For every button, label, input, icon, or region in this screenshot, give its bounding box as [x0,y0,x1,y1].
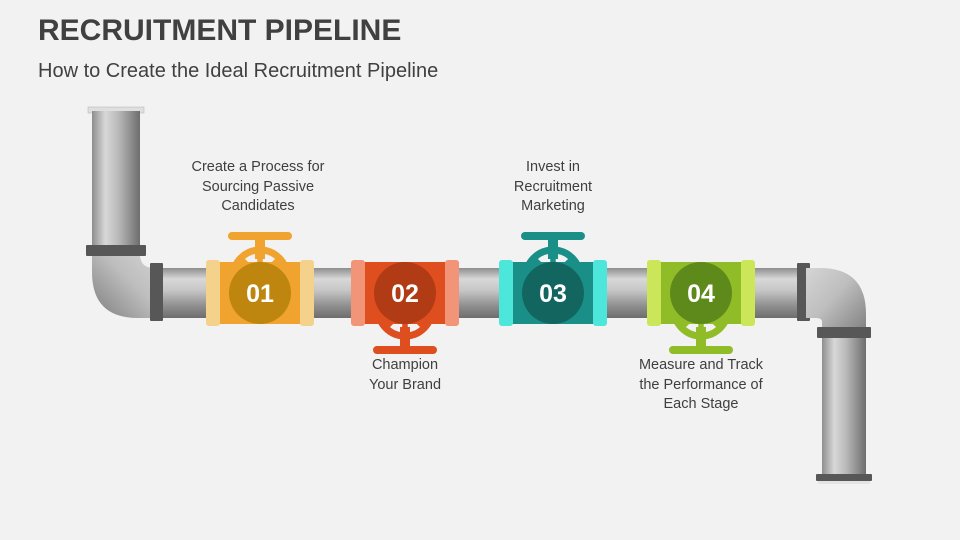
valve-flange-right [593,260,607,326]
valve-handle-bar [228,232,292,240]
stage-number: 01 [246,280,274,308]
pipe-right-bottom-cap [818,481,870,484]
valve-handle-bar [669,346,733,354]
stage-number: 02 [391,280,419,308]
stage-number: 03 [539,280,567,308]
valve-flange-left [351,260,365,326]
valve-stage-3: 03 [499,232,607,326]
pipe-right-bottom-band [816,474,872,481]
pipe-right-riser [822,330,866,476]
valve-flange-left [206,260,220,326]
valve-stage-4: 04 [647,260,755,354]
valve-circle [229,262,291,324]
valve-flange-left [499,260,513,326]
page-title: RECRUITMENT PIPELINE [38,14,402,47]
stage-label-3: Invest in Recruitment Marketing [513,159,593,214]
valve-flange-right [445,260,459,326]
stage-label-2: Champion Your Brand [368,357,442,393]
pipe-elbow-left [92,248,160,318]
page-subtitle: How to Create the Ideal Recruitment Pipe… [38,60,439,82]
valve-handle-stem [548,235,558,259]
valve-handle-bar [373,346,437,354]
pipe-left-band [86,245,146,256]
pipe-right-band [817,327,871,338]
stage-number: 04 [687,280,715,308]
valve-flange-right [741,260,755,326]
pipe-left-riser [92,111,140,251]
stage-label-4: Measure and Track the Performance of Eac… [638,357,764,412]
valve-handle-stem [255,235,265,259]
valve-circle [670,262,732,324]
valve-stage-1: 01 [206,232,314,326]
valve-circle [374,262,436,324]
valve-handle-bar [521,232,585,240]
valve-flange-right [300,260,314,326]
valve-handle-stem [400,327,410,351]
pipe-elbow-right [806,268,866,334]
valve-handle-stem [696,327,706,351]
valve-stage-2: 02 [351,260,459,354]
valve-flange-left [647,260,661,326]
stage-label-1: Create a Process for Sourcing Passive Ca… [191,159,325,214]
pipe-left-collar [150,263,163,321]
valve-circle [522,262,584,324]
